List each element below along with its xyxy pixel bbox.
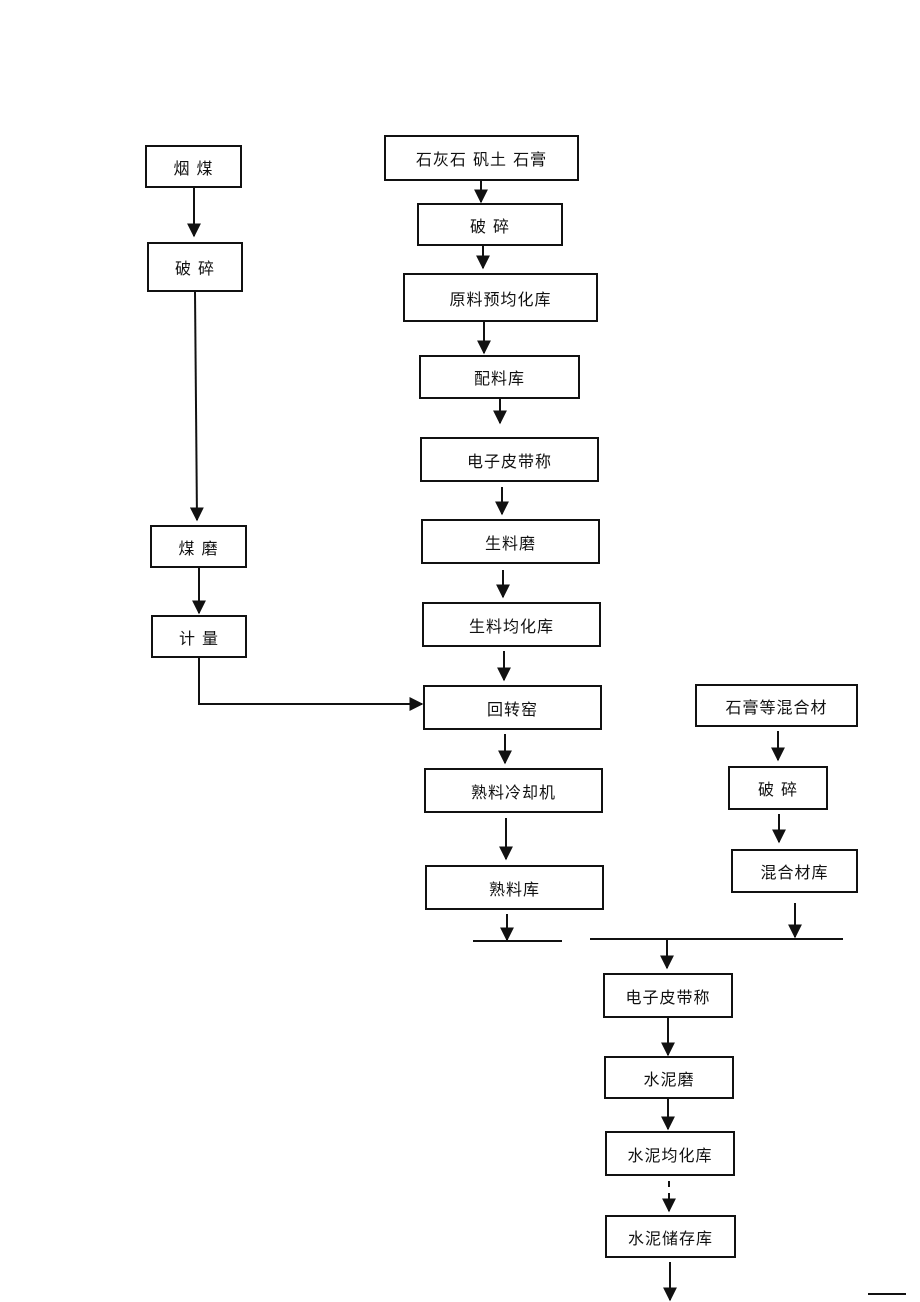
node-metering: 计 量 xyxy=(151,615,247,658)
arrow-crush-to-coalmill xyxy=(189,291,204,522)
corner-mark xyxy=(868,1293,906,1295)
node-raw-inputs: 石灰石 矾土 石膏 xyxy=(384,135,579,181)
node-batching-silo: 配料库 xyxy=(419,355,580,399)
arrow-metering-to-kiln xyxy=(198,657,424,711)
node-clinker-silo: 熟料库 xyxy=(425,865,604,910)
node-belt-scale-2: 电子皮带称 xyxy=(603,973,733,1018)
node-raw-crush: 破 碎 xyxy=(417,203,563,246)
node-clinker-cooler: 熟料冷却机 xyxy=(424,768,603,813)
node-cement-storage: 水泥储存库 xyxy=(605,1215,736,1258)
node-coal: 烟 煤 xyxy=(145,145,242,188)
node-coal-crush: 破 碎 xyxy=(147,242,243,292)
node-raw-homogenization: 生料均化库 xyxy=(422,602,601,647)
node-admixture-crush: 破 碎 xyxy=(728,766,828,810)
node-cement-mill: 水泥磨 xyxy=(604,1056,734,1099)
node-raw-mill: 生料磨 xyxy=(421,519,600,564)
node-admixture: 石膏等混合材 xyxy=(695,684,858,727)
node-cement-homogenization: 水泥均化库 xyxy=(605,1131,735,1176)
node-rotary-kiln: 回转窑 xyxy=(423,685,602,730)
node-admixture-silo: 混合材库 xyxy=(731,849,858,893)
node-raw-prehomogenization: 原料预均化库 xyxy=(403,273,598,322)
node-coal-mill: 煤 磨 xyxy=(150,525,247,568)
node-belt-scale-1: 电子皮带称 xyxy=(420,437,599,482)
